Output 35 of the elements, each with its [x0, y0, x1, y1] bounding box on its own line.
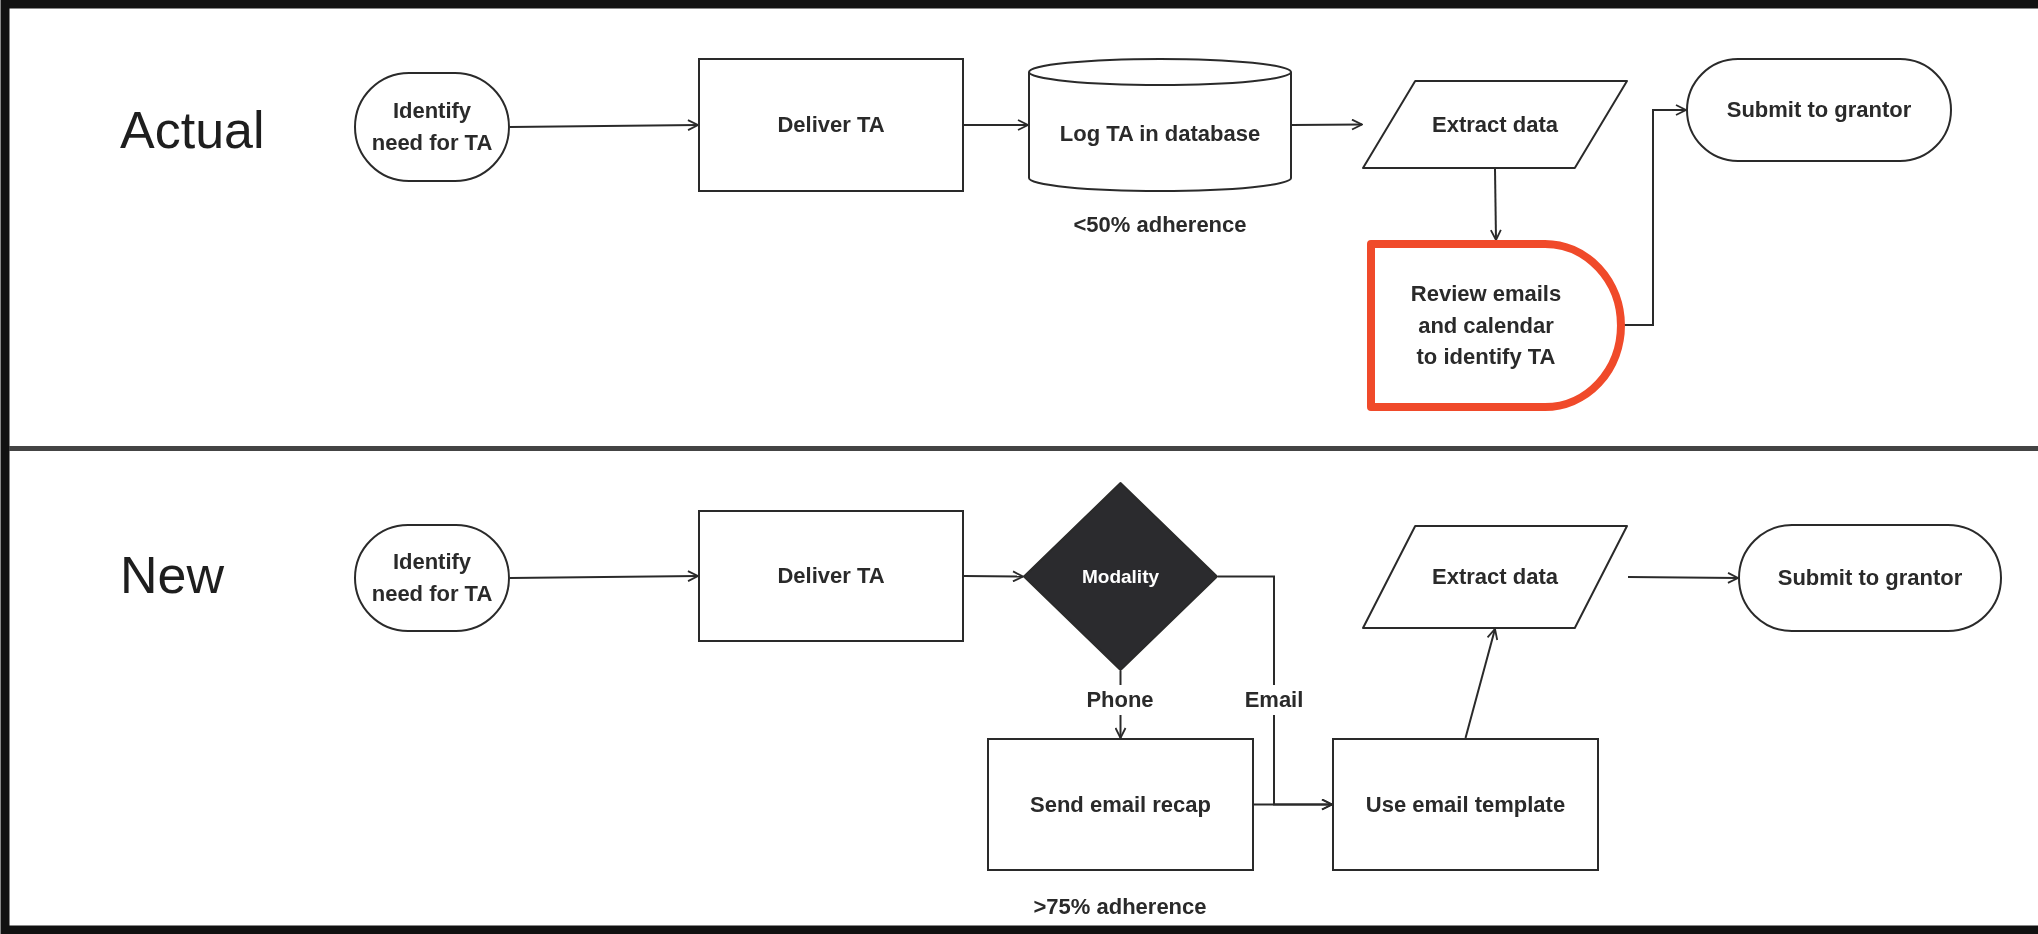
process-box	[698, 510, 964, 642]
arrow	[963, 570, 1024, 583]
node-text: Extract data	[1431, 110, 1559, 139]
node-text: Log TA in database	[1058, 120, 1262, 149]
arrow	[1464, 628, 1499, 739]
arrow	[1627, 572, 1739, 584]
database-cylinder	[1028, 58, 1292, 192]
arrow	[1291, 118, 1363, 131]
node-text: Deliver TA	[776, 562, 886, 591]
arrow	[963, 119, 1029, 131]
arrow	[509, 119, 699, 131]
process-box	[987, 738, 1254, 871]
arrow	[1489, 168, 1502, 241]
node-text: Extract data	[1431, 563, 1559, 592]
node-text: Use email template	[1364, 790, 1567, 819]
node-text: Submit to grantor	[1776, 564, 1964, 593]
arrow	[1253, 798, 1333, 811]
delay-shape	[1367, 240, 1625, 411]
node-text: Submit to grantor	[1725, 96, 1913, 125]
decision-diamond	[1023, 482, 1218, 671]
process-box	[1332, 738, 1599, 871]
note-text: <50% adherence	[1073, 212, 1247, 238]
node-text: Review emails and calendar to identify TA	[1409, 279, 1563, 372]
node-text: Modality	[1080, 564, 1161, 589]
lane-title: New	[120, 545, 225, 605]
node-text: Identify need for TA	[370, 97, 494, 157]
data-parallelogram	[1362, 80, 1628, 169]
node-text: Send email recap	[1029, 790, 1212, 819]
note-text: >75% adherence	[1033, 894, 1207, 920]
node-text: Identify need for TA	[370, 548, 494, 608]
lane-title: Actual	[120, 100, 265, 160]
data-parallelogram	[1362, 525, 1628, 629]
process-box	[698, 58, 964, 192]
node-text: Deliver TA	[776, 111, 886, 140]
arrow	[509, 570, 699, 582]
